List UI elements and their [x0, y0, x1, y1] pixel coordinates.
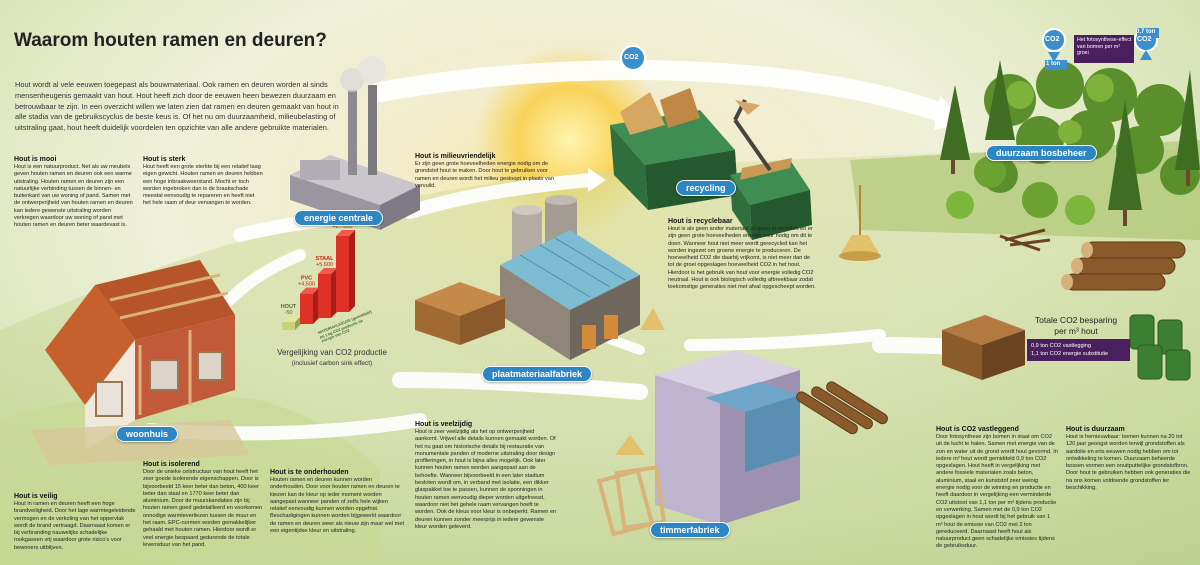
house	[30, 260, 250, 465]
station-timmerfabriek: timmerfabriek	[650, 522, 730, 538]
chart-bar-hout	[282, 322, 295, 330]
text-block-mooi: Hout is mooi Hout is een natuurproduct. …	[14, 155, 136, 230]
co2-bubble-label-forest: CO2	[1045, 36, 1060, 43]
station-woonhuis: woonhuis	[116, 426, 178, 442]
panel-factory	[415, 195, 665, 360]
co2-savings-line-2: 1,1 ton CO2 energie substitutie	[1031, 351, 1109, 357]
text-block-vastgelegd: Hout is CO2 vastleggend Door fotosynthes…	[936, 425, 1058, 551]
co2-savings-title: Totale CO2 besparing per m³ hout	[1034, 315, 1118, 336]
text-block-recyclebaar: Hout is recyclebaar Hout is als geen and…	[668, 217, 816, 292]
body-duurzaam: Hout is hernieuwbaar: bomen kunnen na 20…	[1066, 434, 1191, 492]
chart-caption: Vergelijking van CO2 productie	[277, 348, 387, 357]
co2-savings-line-1: 0,9 ton CO2 vastlegging	[1031, 343, 1092, 349]
text-block-onderhouden: Hout is te onderhouden Houten ramen en d…	[270, 468, 405, 535]
text-block-milieu: Hout is milieuvriendelijk Er zijn geen g…	[415, 152, 555, 190]
chart-bar-top-hout	[282, 316, 301, 322]
chart-value-pvc: +4.500	[298, 282, 315, 288]
co2-bubble-label: CO2	[624, 54, 639, 61]
body-onderhouden: Houten ramen en deuren kunnen worden ond…	[270, 477, 405, 535]
barrels	[1129, 314, 1191, 381]
text-block-veilig: Hout is veilig Hout in ramen en deuren h…	[14, 492, 136, 552]
body-isolerend: Door de unieke celstructuur van hout hee…	[143, 469, 263, 548]
lumber-stack	[942, 315, 1025, 380]
text-block-duurzaam: Hout is duurzaam Hout is hernieuwbaar: b…	[1066, 425, 1191, 492]
joinery-factory	[596, 350, 888, 537]
heading-recyclebaar: Hout is recyclebaar	[668, 218, 733, 225]
chart-value-aluminium: +27.000	[332, 224, 352, 230]
chart-subcaption: (inclusief carbon sink effect)	[291, 360, 373, 367]
co2-value-0-7-ton: 0,7 ton	[1136, 29, 1156, 35]
station-plaatmateriaalfabriek: plaatmateriaalfabriek	[482, 366, 593, 382]
chart-bar-top-pvc	[300, 287, 319, 294]
heading-onderhouden: Hout is te onderhouden	[270, 469, 349, 476]
chart-value-hout: -50	[285, 310, 293, 316]
chart-bar-top-staal	[318, 268, 337, 274]
heading-mooi: Hout is mooi	[14, 156, 57, 163]
body-sterk: Hout heeft een grote sterkte bij een rel…	[143, 164, 263, 207]
body-milieu: Er zijn geen grote hoeveelheden energie …	[415, 161, 554, 189]
chart-value-staal: +5.600	[316, 262, 333, 268]
energy-plant-building	[290, 56, 420, 230]
heading-sterk: Hout is sterk	[143, 156, 186, 163]
heading-veelzijdig: Hout is veelzijdig	[415, 421, 473, 428]
text-block-veelzijdig: Hout is veelzijdig Hout is zeer veelzijd…	[415, 420, 557, 531]
station-recycling: recycling	[676, 180, 736, 196]
body-recyclebaar: Hout is als geen ander materiaal zo goed…	[668, 226, 816, 291]
co2-savings-box: 0,9 ton CO2 vastlegging 1,1 ton CO2 ener…	[1027, 339, 1130, 361]
body-mooi: Hout is een natuurproduct. Net als uw me…	[14, 164, 133, 229]
chart-label-pvc: PVC	[301, 276, 312, 282]
heading-vastgelegd: Hout is CO2 vastleggend	[936, 426, 1019, 433]
body-veelzijdig: Hout is zeer veelzijdig als het op ontwe…	[415, 429, 557, 530]
chart-bar-pvc	[300, 293, 313, 324]
chart-bar-side-aluminium	[349, 230, 355, 312]
heading-isolerend: Hout is isolerend	[143, 461, 200, 468]
text-block-isolerend: Hout is isolerend Door de unieke celstru…	[143, 460, 265, 549]
intro-paragraph: Hout wordt al vele eeuwen toegepast als …	[15, 80, 339, 133]
co2-bubbles	[620, 28, 1159, 71]
co2-bubble-label-forest-2: CO2	[1137, 36, 1152, 43]
heading-veilig: Hout is veilig	[14, 493, 58, 500]
photosynthesis-note: Het fotosynthese-effect van bomen per m²…	[1077, 37, 1132, 56]
log-pile	[999, 228, 1186, 291]
co2-value-1-ton: 1 ton	[1046, 61, 1061, 67]
chart-bar-side-pvc	[313, 287, 319, 324]
chart-bar-side-hout	[295, 316, 301, 330]
chart-bar-staal	[318, 274, 331, 318]
heading-milieu: Hout is milieuvriendelijk	[415, 153, 496, 160]
chart-bar-top-aluminium	[336, 230, 355, 236]
station-energie-centrale: energie centrale	[294, 210, 384, 226]
station-duurzaam-bosbeheer: duurzaam bosbeheer	[986, 145, 1097, 161]
chart-bar-side-staal	[331, 268, 337, 318]
text-block-sterk: Hout is sterk Hout heeft een grote sterk…	[143, 155, 263, 208]
chart-bar-aluminium	[336, 236, 349, 312]
body-vastgelegd: Door fotosynthese zijn bomen in staat om…	[936, 434, 1058, 550]
page-title: Waarom houten ramen en deuren?	[14, 30, 327, 51]
chart-label-hout: HOUT	[281, 304, 297, 310]
heading-duurzaam: Hout is duurzaam	[1066, 426, 1125, 433]
body-veilig: Hout in ramen en deuren heeft een hoge b…	[14, 501, 136, 551]
chart-label-staal: STAAL	[316, 256, 335, 262]
